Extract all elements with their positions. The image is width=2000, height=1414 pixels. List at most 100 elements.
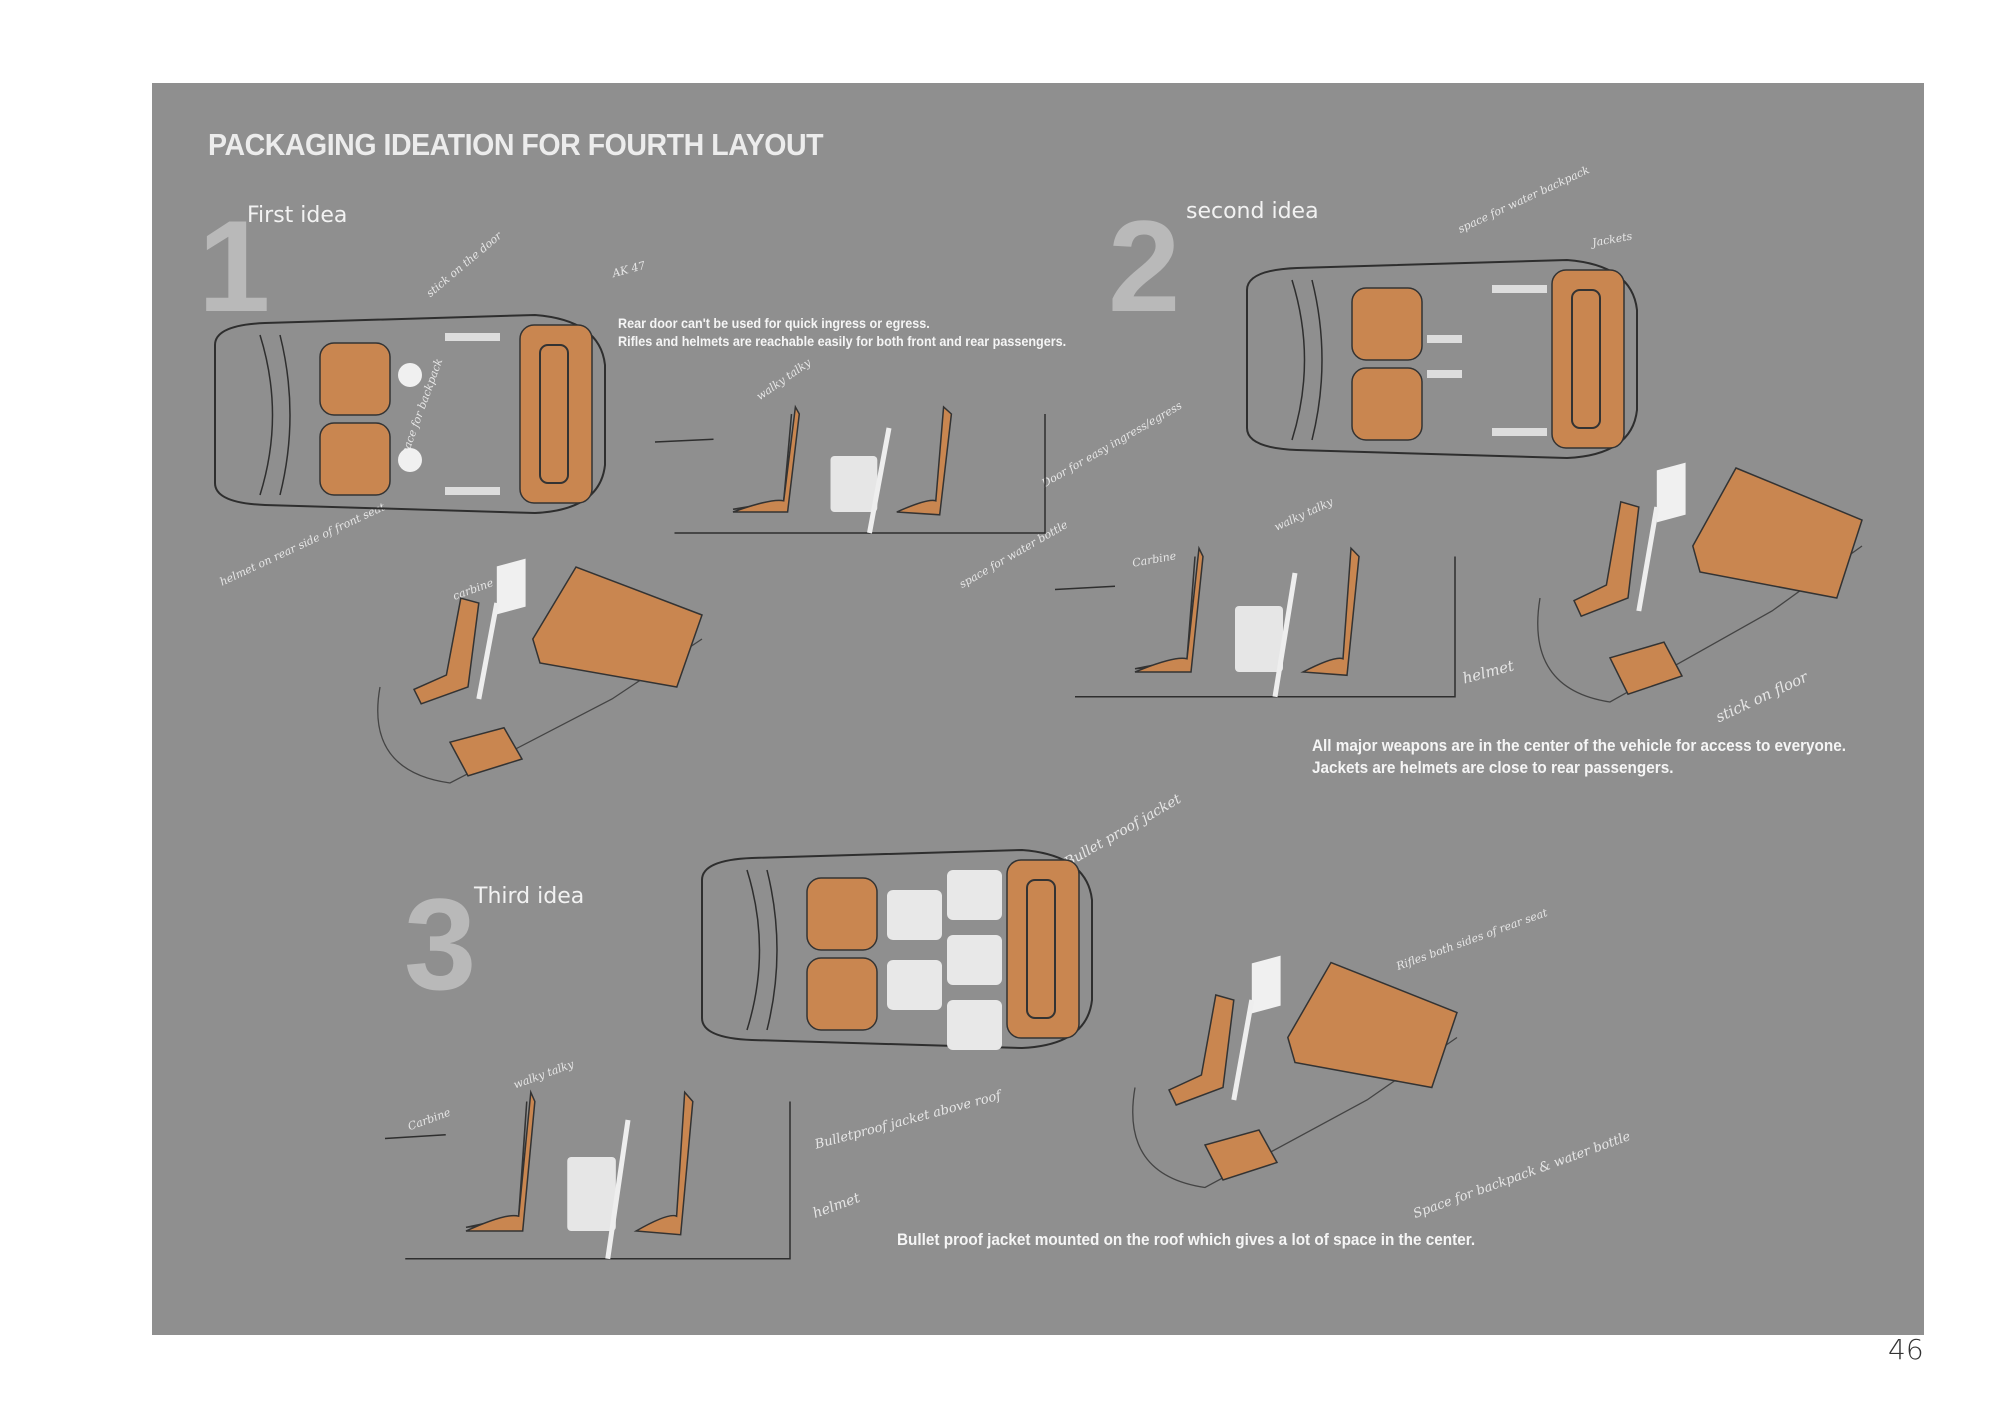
rear-bench-iso bbox=[1286, 961, 1458, 1089]
rear-bench-seat bbox=[519, 324, 593, 504]
front-seat-left bbox=[319, 342, 391, 416]
idea-2-number: 2 bbox=[1108, 193, 1181, 339]
front-seat-back bbox=[465, 1089, 536, 1232]
car-body-outline bbox=[701, 848, 1093, 1050]
bulletproof-jacket-shape bbox=[887, 960, 942, 1010]
bulletproof-jacket-shape bbox=[496, 558, 526, 615]
annotation-door: Door for easy ingress/egress bbox=[1039, 398, 1185, 491]
rear-bench-iso bbox=[531, 566, 703, 688]
vehicle-side-outline bbox=[384, 1101, 791, 1260]
idea-1-side-view-sketch bbox=[654, 404, 1046, 534]
rear-seat-side bbox=[1300, 546, 1360, 677]
front-seat-right bbox=[806, 957, 878, 1031]
idea-2-side-view-sketch bbox=[1054, 545, 1456, 698]
rifle-shape bbox=[445, 487, 500, 495]
idea-3-top-view-sketch bbox=[701, 848, 1093, 1050]
front-seat-back bbox=[1134, 545, 1204, 673]
rifle-shape bbox=[605, 1119, 631, 1260]
rear-bench-seat bbox=[1006, 859, 1080, 1039]
bulletproof-jacket-shape bbox=[947, 935, 1002, 985]
windshield-line bbox=[259, 334, 291, 496]
idea-3-number: 3 bbox=[404, 871, 477, 1017]
rear-bench-outline bbox=[539, 344, 569, 484]
bulletproof-jacket-shape bbox=[1656, 462, 1686, 523]
idea-1-label: First idea bbox=[247, 203, 348, 228]
idea-1-notes: Rear door can't be used for quick ingres… bbox=[618, 314, 1066, 350]
idea-2-notes: All major weapons are in the center of t… bbox=[1312, 735, 1846, 779]
sketch-board: PACKAGING IDEATION FOR FOURTH LAYOUT 1 F… bbox=[152, 83, 1924, 1335]
passenger-seat-iso bbox=[1608, 641, 1684, 696]
vehicle-side-outline bbox=[654, 414, 1046, 534]
annotation-walky-talky-1: walky talky bbox=[753, 356, 814, 403]
rifle-shape bbox=[476, 602, 500, 700]
rear-seat-side bbox=[633, 1090, 694, 1236]
rifle-shape bbox=[445, 333, 500, 341]
idea-3-isometric-sketch bbox=[1132, 955, 1458, 1189]
front-seat-iso bbox=[412, 597, 480, 705]
annotation-helmet-3: helmet bbox=[810, 1190, 863, 1222]
annotation-jackets: Jackets bbox=[1591, 229, 1634, 250]
car-body-outline bbox=[214, 313, 606, 515]
page-title: PACKAGING IDEATION FOR FOURTH LAYOUT bbox=[208, 127, 824, 162]
rifle-shape bbox=[1492, 428, 1547, 436]
front-seat-side bbox=[732, 413, 793, 510]
bulletproof-jacket-shape bbox=[947, 1000, 1002, 1050]
front-seat-back bbox=[732, 404, 801, 513]
helmet-shape bbox=[398, 363, 422, 387]
cabin-floor-outline bbox=[377, 638, 703, 784]
annotation-jacket-roof: Bulletproof jacket above roof bbox=[813, 1088, 1003, 1153]
windshield-line bbox=[746, 869, 778, 1031]
front-seat-side bbox=[1134, 556, 1196, 670]
rifle-shape bbox=[1636, 506, 1660, 612]
front-seat-side bbox=[465, 1101, 528, 1229]
rifle-shape bbox=[867, 427, 892, 534]
rifle-shape bbox=[1492, 285, 1547, 293]
front-seat-right bbox=[1351, 367, 1423, 441]
passenger-seat-iso bbox=[448, 726, 524, 777]
front-seat-left bbox=[1351, 287, 1423, 361]
bulletproof-jacket-shape bbox=[567, 1157, 616, 1231]
idea-1-isometric-sketch bbox=[377, 558, 703, 784]
windshield-line bbox=[1291, 279, 1323, 441]
front-seat-iso bbox=[1167, 994, 1235, 1106]
idea-1-note-1: Rear door can't be used for quick ingres… bbox=[618, 315, 930, 331]
idea-2-label: second idea bbox=[1186, 199, 1319, 224]
idea-1-note-2: Rifles and helmets are reachable easily … bbox=[618, 333, 1067, 350]
passenger-seat-iso bbox=[1203, 1129, 1279, 1181]
bulletproof-jacket-shape bbox=[1235, 606, 1283, 672]
rifle-shape bbox=[1231, 999, 1255, 1101]
page-number: 46 bbox=[1888, 1333, 1924, 1366]
annotation-stick-door: stick on the door bbox=[423, 229, 505, 300]
idea-1-number: 1 bbox=[198, 193, 271, 339]
idea-2-note-1: All major weapons are in the center of t… bbox=[1312, 736, 1846, 755]
car-body-outline bbox=[1246, 258, 1638, 460]
idea-3-label: Third idea bbox=[474, 884, 585, 909]
idea-1-top-view-sketch bbox=[214, 313, 606, 515]
bulletproof-jacket-shape bbox=[887, 890, 942, 940]
idea-2-note-2: Jackets are helmets are close to rear pa… bbox=[1312, 758, 1674, 778]
bulletproof-jacket-shape bbox=[830, 456, 878, 512]
idea-3-side-view-sketch bbox=[384, 1089, 791, 1260]
helmet-shape bbox=[398, 448, 422, 472]
annotation-water-backpack: space for water backpack bbox=[1455, 163, 1592, 236]
rear-bench-seat bbox=[1551, 269, 1625, 449]
rear-bench-iso bbox=[1691, 467, 1863, 599]
annotation-walky-talky-2: walky talky bbox=[1272, 495, 1336, 534]
annotation-ak47: AK 47 bbox=[610, 258, 647, 281]
rifle-shape bbox=[1272, 572, 1298, 698]
rear-bench-outline bbox=[1026, 879, 1056, 1019]
bulletproof-jacket-shape bbox=[1251, 955, 1281, 1014]
front-seat-left bbox=[806, 877, 878, 951]
cabin-floor-outline bbox=[1537, 545, 1863, 703]
idea-2-isometric-sketch bbox=[1537, 462, 1863, 703]
bulletproof-jacket-shape bbox=[947, 870, 1002, 920]
rifle-shape bbox=[1427, 370, 1462, 378]
annotation-helmet-2: helmet bbox=[1460, 656, 1516, 688]
rifle-shape bbox=[1427, 335, 1462, 343]
cabin-floor-outline bbox=[1132, 1036, 1458, 1189]
idea-3-note-1: Bullet proof jacket mounted on the roof … bbox=[897, 1230, 1476, 1249]
front-seat-right bbox=[319, 422, 391, 496]
rear-seat-side bbox=[896, 405, 953, 516]
vehicle-side-outline bbox=[1054, 556, 1456, 698]
idea-2-top-view-sketch bbox=[1246, 258, 1638, 460]
